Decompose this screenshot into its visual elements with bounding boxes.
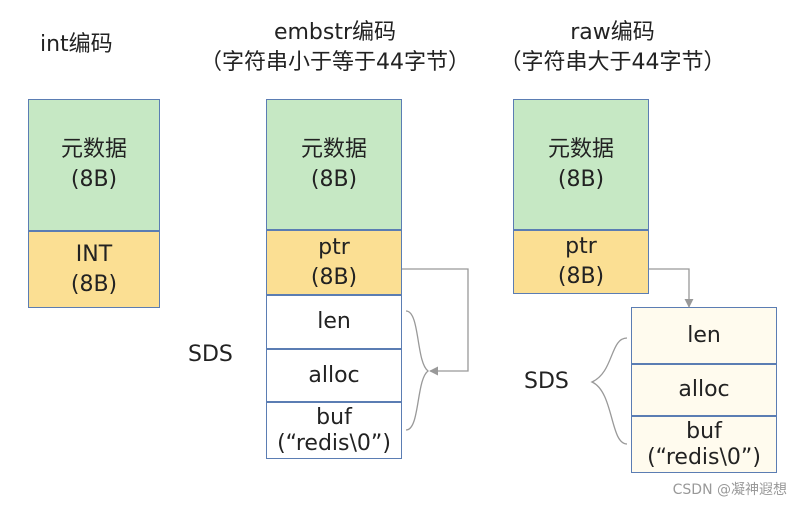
raw-title-line2: （字符串大于44字节） (499, 50, 726, 75)
raw-ptr-pointer-arrow (649, 268, 694, 308)
embstr-len-label: len (317, 309, 351, 334)
raw-sds-buf-block: buf (“redis\0”) (631, 416, 777, 473)
int-metadata-block: 元数据 (8B) (28, 99, 160, 231)
embstr-sds-buf-block: buf (“redis\0”) (266, 402, 402, 459)
raw-sds-len-block: len (631, 307, 777, 364)
embstr-sds-brace (405, 310, 430, 431)
watermark-text: CSDN @凝神遐想 (672, 482, 787, 498)
raw-encoding-title: raw编码 （字符串大于44字节） (485, 18, 740, 78)
embstr-encoding-title: embstr编码 （字符串小于等于44字节） (175, 18, 495, 78)
embstr-alloc-label: alloc (308, 362, 360, 388)
int-value-label: INT (75, 241, 113, 267)
raw-metadata-block: 元数据 (8B) (513, 99, 649, 230)
embstr-sds-len-block: len (266, 295, 402, 349)
raw-metadata-size: (8B) (557, 166, 605, 192)
raw-ptr-size: (8B) (557, 264, 605, 289)
int-metadata-label: 元数据 (60, 137, 127, 162)
raw-sds-brace (590, 337, 628, 445)
int-metadata-size: (8B) (70, 167, 118, 192)
embstr-metadata-label: 元数据 (300, 136, 367, 162)
embstr-buf-label: buf (316, 404, 352, 430)
raw-title-line1: raw编码 (570, 20, 655, 45)
raw-buf-label: buf (686, 418, 722, 444)
embstr-title-line1: embstr编码 (273, 20, 397, 45)
embstr-metadata-size: (8B) (310, 166, 358, 192)
embstr-sds-alloc-block: alloc (266, 349, 402, 402)
embstr-metadata-block: 元数据 (8B) (266, 99, 402, 230)
raw-len-label: len (687, 322, 721, 348)
embstr-ptr-size: (8B) (310, 264, 358, 290)
embstr-ptr-pointer-arrow (402, 268, 469, 376)
int-value-size: (8B) (70, 271, 118, 297)
int-encoding-title: int编码 (40, 32, 113, 57)
raw-metadata-label: 元数据 (547, 136, 614, 162)
raw-sds-alloc-block: alloc (631, 364, 777, 416)
raw-alloc-label: alloc (678, 377, 730, 402)
raw-sds-label: SDS (524, 369, 569, 394)
embstr-ptr-label: ptr (318, 234, 350, 260)
raw-ptr-label: ptr (565, 234, 597, 259)
int-value-block: INT (8B) (28, 231, 160, 308)
embstr-sds-label: SDS (188, 342, 233, 367)
embstr-buf-value: (“redis\0”) (277, 430, 391, 456)
embstr-title-line2: （字符串小于等于44字节） (200, 50, 470, 75)
raw-ptr-block: ptr (8B) (513, 230, 649, 294)
raw-buf-value: (“redis\0”) (647, 444, 761, 470)
embstr-ptr-block: ptr (8B) (266, 230, 402, 295)
